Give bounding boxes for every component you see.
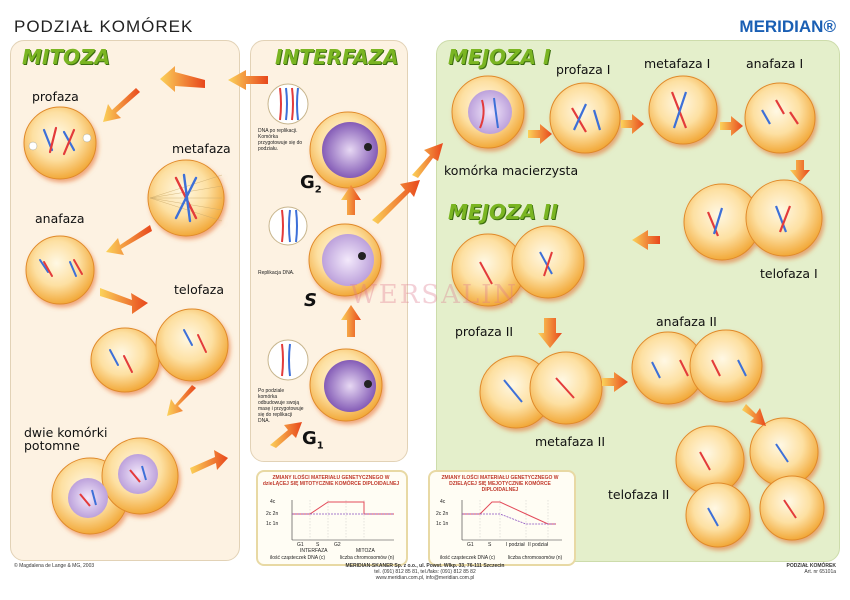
chart-left-x-g2: G2 <box>334 542 341 548</box>
note-g2: DNA po replikacji. Komórka przygotowuje … <box>258 128 303 152</box>
chart-left-y-1c: 1c 1n <box>266 521 279 527</box>
label-m2-profaza: profaza II <box>455 324 514 339</box>
chart-right-title: ZMIANY ILOŚCI MATERIAŁU GENETYCZNEGO W D… <box>441 475 559 493</box>
interphase-s-cell <box>308 223 382 297</box>
mitosis-telophase-cell <box>90 308 229 393</box>
interphase-arrows <box>270 143 443 448</box>
label-profaza: profaza <box>32 89 79 104</box>
chart-right-y-2c: 2c 2n <box>436 511 449 517</box>
footer-art: Art. nr 65101a <box>804 569 836 575</box>
footer-web: www.meridian.com.pl, info@meridian.com.p… <box>375 575 475 581</box>
brand-logo: MERIDIAN® <box>739 17 836 36</box>
label-m2-anafaza: anafaza II <box>656 314 717 329</box>
meiosis2-metaphase-cell <box>479 351 603 429</box>
label-m1-anafaza: anafaza I <box>746 56 804 71</box>
label-anafaza: anafaza <box>35 211 85 226</box>
footer-publisher: MERIDIAN-SKANER Sp. z o.o., ul. Powst. W… <box>345 563 505 569</box>
chart-right-y-1c: 1c 1n <box>436 521 449 527</box>
label-g2: G2 <box>300 172 322 196</box>
interphase-g1-cell <box>309 348 383 422</box>
mitosis-anaphase-cell <box>25 235 95 305</box>
label-g1: G1 <box>302 428 324 452</box>
heading-mejoza1: MEJOZA I <box>448 45 551 69</box>
chart-left-group-mitoza: MITOZA <box>356 548 375 554</box>
chart-right-legend-chrom: liczba chromosomów (n) <box>508 555 563 561</box>
heading-mitoza: MITOZA <box>22 45 110 69</box>
meiosis1-arrows <box>528 114 810 250</box>
heading-mejoza2: MEJOZA II <box>448 200 558 224</box>
mitosis-dna-chart <box>256 470 408 566</box>
chart-right-y-4c: 4c <box>440 499 446 505</box>
chart-right-x-s: S <box>488 542 492 548</box>
meiosis1-prophase-cell <box>549 82 621 154</box>
meiosis-chart-plot <box>461 500 562 541</box>
meiosis1-metaphase-cell <box>648 75 718 145</box>
mitosis-metaphase-cell <box>147 159 225 237</box>
note-g1: Po podziale komórka odbudowuje swoją mas… <box>258 388 304 424</box>
label-daughters-line1: dwie komórki <box>24 425 108 440</box>
chart-right-legend-dna: ilość cząsteczek DNA (c) <box>440 555 496 561</box>
note-s: Replikacja DNA. <box>258 270 295 276</box>
chart-left-y-4c: 4c <box>270 499 276 505</box>
g1-letter: G <box>302 428 317 449</box>
interphase-g2-cell <box>309 111 387 189</box>
chart-left-legend-dna: ilość cząsteczek DNA (c) <box>270 555 326 561</box>
label-m1-profaza: profaza I <box>556 62 611 77</box>
label-m2-metafaza: metafaza II <box>535 434 606 449</box>
poster-title: PODZIAŁ KOMÓREK <box>14 17 194 36</box>
heading-interfaza: INTERFAZA <box>275 45 399 69</box>
mitosis-prophase-cell <box>23 106 97 180</box>
chart-right-x-i: I podział <box>506 542 525 548</box>
label-m2-telofaza: telofaza II <box>608 487 670 502</box>
chart-left-x-s: S <box>316 542 320 548</box>
label-metafaza: metafaza <box>172 141 231 156</box>
meiosis2-prophase-cell <box>451 225 585 307</box>
g2-letter: G <box>300 172 315 193</box>
footer-copyright: © Magdalena de Lange & MG, 2003 <box>14 563 95 569</box>
mitosis-arrows <box>100 66 268 474</box>
meiosis1-anaphase-cell <box>744 82 816 154</box>
chart-left-group-interfaza: INTERFAZA <box>300 548 328 554</box>
label-mother-cell: komórka macierzysta <box>444 163 579 178</box>
interphase-g1-zoom <box>267 339 309 381</box>
chart-left-x-g1: G1 <box>297 542 304 548</box>
chart-right-x-g1: G1 <box>467 542 474 548</box>
g2-subscript: 2 <box>314 184 322 196</box>
mitosis-daughter-cells <box>51 437 179 535</box>
label-telofaza: telofaza <box>174 282 224 297</box>
mitosis-chart-plot <box>291 500 394 541</box>
interphase-s-zoom <box>268 206 308 246</box>
label-daughters-line2: potomne <box>24 438 80 453</box>
chart-left-y-2c: 2c 2n <box>266 511 279 517</box>
footer-product: PODZIAŁ KOMÓREK <box>786 563 836 569</box>
label-m1-metafaza: metafaza I <box>644 56 711 71</box>
chart-left-title: ZMIANY ILOŚCI MATERIAŁU GENETYCZNEGO W d… <box>262 475 400 487</box>
meiosis2-telophase-cells <box>675 417 825 548</box>
chart-left-legend-chrom: liczba chromosomów (n) <box>340 555 395 561</box>
g1-subscript: 1 <box>316 440 324 452</box>
label-m1-telofaza: telofaza I <box>760 266 818 281</box>
meiosis-dna-chart <box>428 470 576 566</box>
footer-contact: tel. (091) 812 85 81, tel./faks: (091) 8… <box>374 569 476 575</box>
meiosis1-telophase-cell <box>683 179 823 261</box>
interphase-g2-zoom <box>267 83 309 125</box>
meiosis2-arrows <box>538 318 766 426</box>
meiosis-mother-cell <box>451 75 525 149</box>
chart-right-x-ii: II podział <box>528 542 549 548</box>
watermark: WERSALIN <box>350 280 519 310</box>
label-s: S <box>304 290 317 311</box>
meiosis2-anaphase-cell <box>631 329 763 405</box>
